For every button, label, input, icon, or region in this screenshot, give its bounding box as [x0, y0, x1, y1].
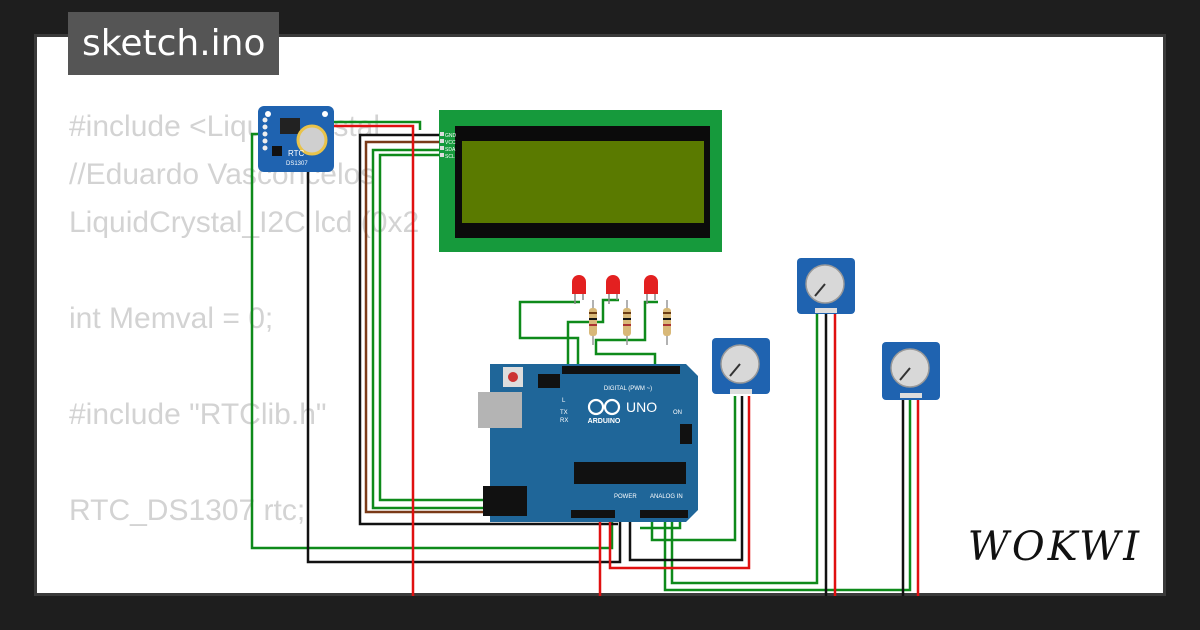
rtc-chip-label: DS1307: [286, 161, 308, 167]
wires: [250, 120, 920, 596]
arduino-logo-text: ARDUINO: [588, 418, 621, 425]
digital-label: DIGITAL (PWM ~): [604, 386, 652, 392]
rtc-label: RTC: [288, 149, 305, 158]
rtc-module[interactable]: RTC DS1307: [258, 106, 334, 172]
wire[interactable]: [358, 133, 618, 526]
wire[interactable]: [663, 396, 912, 592]
led-red[interactable]: [606, 275, 620, 304]
potentiometer[interactable]: [797, 258, 855, 314]
led-red[interactable]: [572, 275, 586, 304]
on-label: ON: [673, 410, 682, 416]
power-header: [571, 510, 615, 518]
led-label-l: L: [562, 398, 566, 404]
wire[interactable]: [300, 120, 422, 130]
analog-header: [640, 510, 688, 518]
potentiometer[interactable]: [882, 342, 940, 400]
arduino-uno[interactable]: DIGITAL (PWM ~) L TX RX ON UNO ARDUINO P…: [478, 364, 698, 522]
wokwi-logo: WOKWI: [961, 524, 1148, 570]
code-line: char daysOfTheWeek[7][12] = {"Sunday", "…: [69, 583, 994, 593]
usb-port: [478, 392, 522, 428]
wire[interactable]: [265, 124, 415, 596]
wire[interactable]: [518, 300, 580, 368]
wire[interactable]: [670, 312, 819, 585]
model-label: UNO: [626, 399, 657, 415]
power-jack: [483, 486, 527, 516]
wire[interactable]: [608, 396, 751, 570]
led-label-tx: TX: [560, 410, 568, 416]
lcd-pin-sda: SDA: [445, 147, 456, 153]
led-red[interactable]: [644, 275, 658, 304]
wire[interactable]: [628, 396, 744, 562]
lcd-display[interactable]: GND VCC SDA SCL: [439, 110, 722, 252]
lcd-pin-gnd: GND: [445, 133, 457, 139]
wire[interactable]: [250, 132, 614, 550]
code-line: //Eduardo Vasconcelos: [69, 158, 376, 191]
digital-header: [562, 366, 680, 374]
wire[interactable]: [594, 300, 658, 368]
resistor[interactable]: [663, 300, 671, 345]
code-preview: #include <LiquidCrystal//Eduardo Vasconc…: [69, 103, 994, 593]
lcd-pin-labels: GND VCC SDA SCL: [445, 133, 457, 160]
resistor[interactable]: [589, 300, 597, 345]
lcd-pin-vcc: VCC: [445, 140, 456, 146]
potentiometer[interactable]: [712, 338, 770, 394]
wire[interactable]: [378, 153, 582, 502]
wire[interactable]: [371, 148, 590, 510]
code-line: #include "RTClib.h": [69, 398, 327, 431]
lcd-pin-scl: SCL: [445, 154, 455, 160]
sketch-filename-tab[interactable]: sketch.ino: [68, 12, 280, 75]
infinity-logo: [587, 398, 621, 416]
wire[interactable]: [650, 396, 737, 542]
analog-label: ANALOG IN: [650, 494, 683, 500]
led-label-rx: RX: [560, 418, 568, 424]
power-label: POWER: [614, 494, 637, 500]
microcontroller-chip: [574, 462, 686, 484]
code-line: LiquidCrystal_I2C lcd (0x2: [69, 206, 420, 239]
code-line: RTC_DS1307 rtc;: [69, 494, 306, 527]
resistor[interactable]: [623, 300, 631, 345]
rtc-pins: [262, 117, 268, 151]
